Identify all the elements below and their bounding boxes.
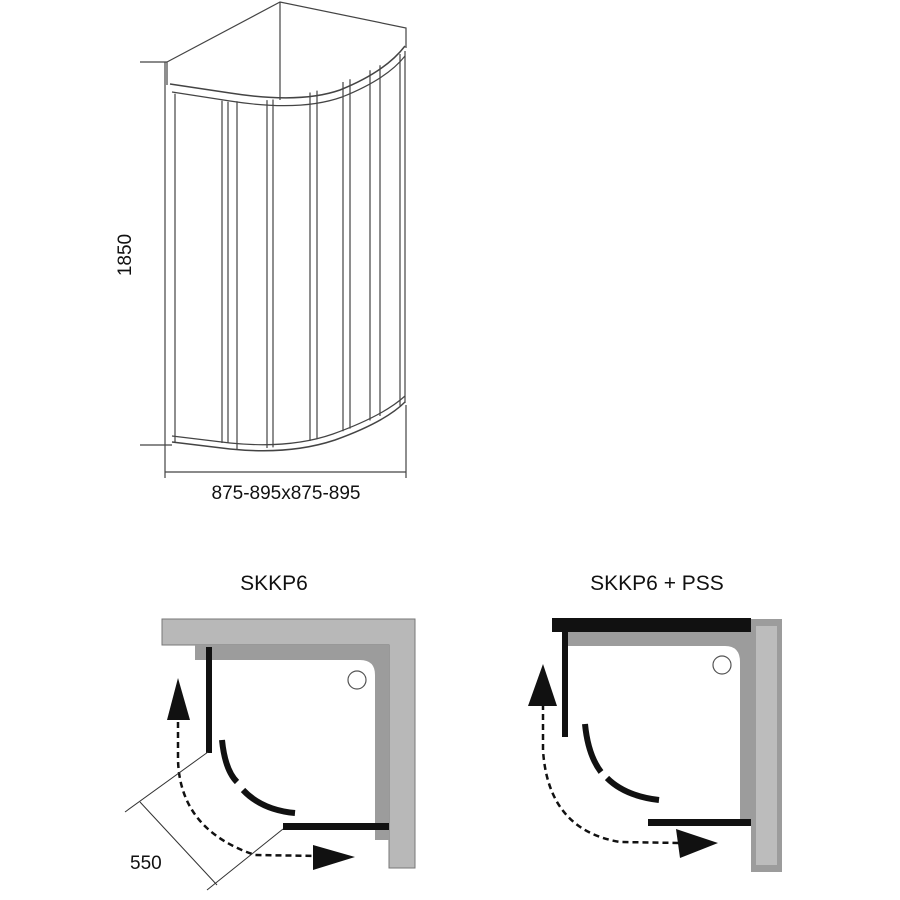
opening-path-dashed	[541, 704, 681, 845]
panel-lines	[174, 51, 406, 450]
enclosure-top-rail	[169, 45, 406, 99]
plan-skkp6-pss: SKKP6 + PSS	[528, 572, 782, 872]
arrow-right-icon	[676, 829, 718, 858]
enclosure-bottom-rail-inner	[171, 395, 406, 446]
enclosure-top-rail-inner	[171, 55, 406, 107]
enclosure-top-outline	[166, 1, 407, 100]
fixed-panel-left	[562, 632, 568, 737]
door-width-label: 550	[130, 853, 162, 874]
width-label: 875-895x875-895	[212, 483, 361, 504]
opening-path-dashed	[176, 722, 321, 858]
plan-title: SKKP6 + PSS	[590, 572, 724, 595]
plan-title: SKKP6	[240, 572, 308, 595]
fixed-panel-left	[206, 647, 212, 753]
enclosure-elevation	[140, 1, 407, 478]
arrow-right-icon	[313, 845, 355, 870]
side-panel-pss-inner	[756, 626, 777, 865]
arrow-up-icon	[528, 664, 557, 706]
height-dimension-line	[140, 61, 172, 446]
arrow-up-icon	[167, 678, 190, 720]
height-label: 1850	[115, 234, 136, 276]
sliding-door-arc	[219, 739, 296, 816]
door-width-dimension	[124, 751, 284, 891]
fixed-panel-top	[552, 618, 751, 632]
fixed-panel-bottom	[648, 819, 751, 826]
fixed-panel-bottom	[283, 823, 389, 830]
width-dimension-line	[164, 405, 407, 478]
plan-skkp6: SKKP6 550	[124, 572, 416, 891]
wall	[161, 618, 416, 869]
drain-icon	[347, 670, 367, 690]
enclosure-bottom-rail	[171, 401, 406, 452]
sliding-door-arc	[582, 723, 660, 803]
drain-icon	[712, 655, 732, 675]
